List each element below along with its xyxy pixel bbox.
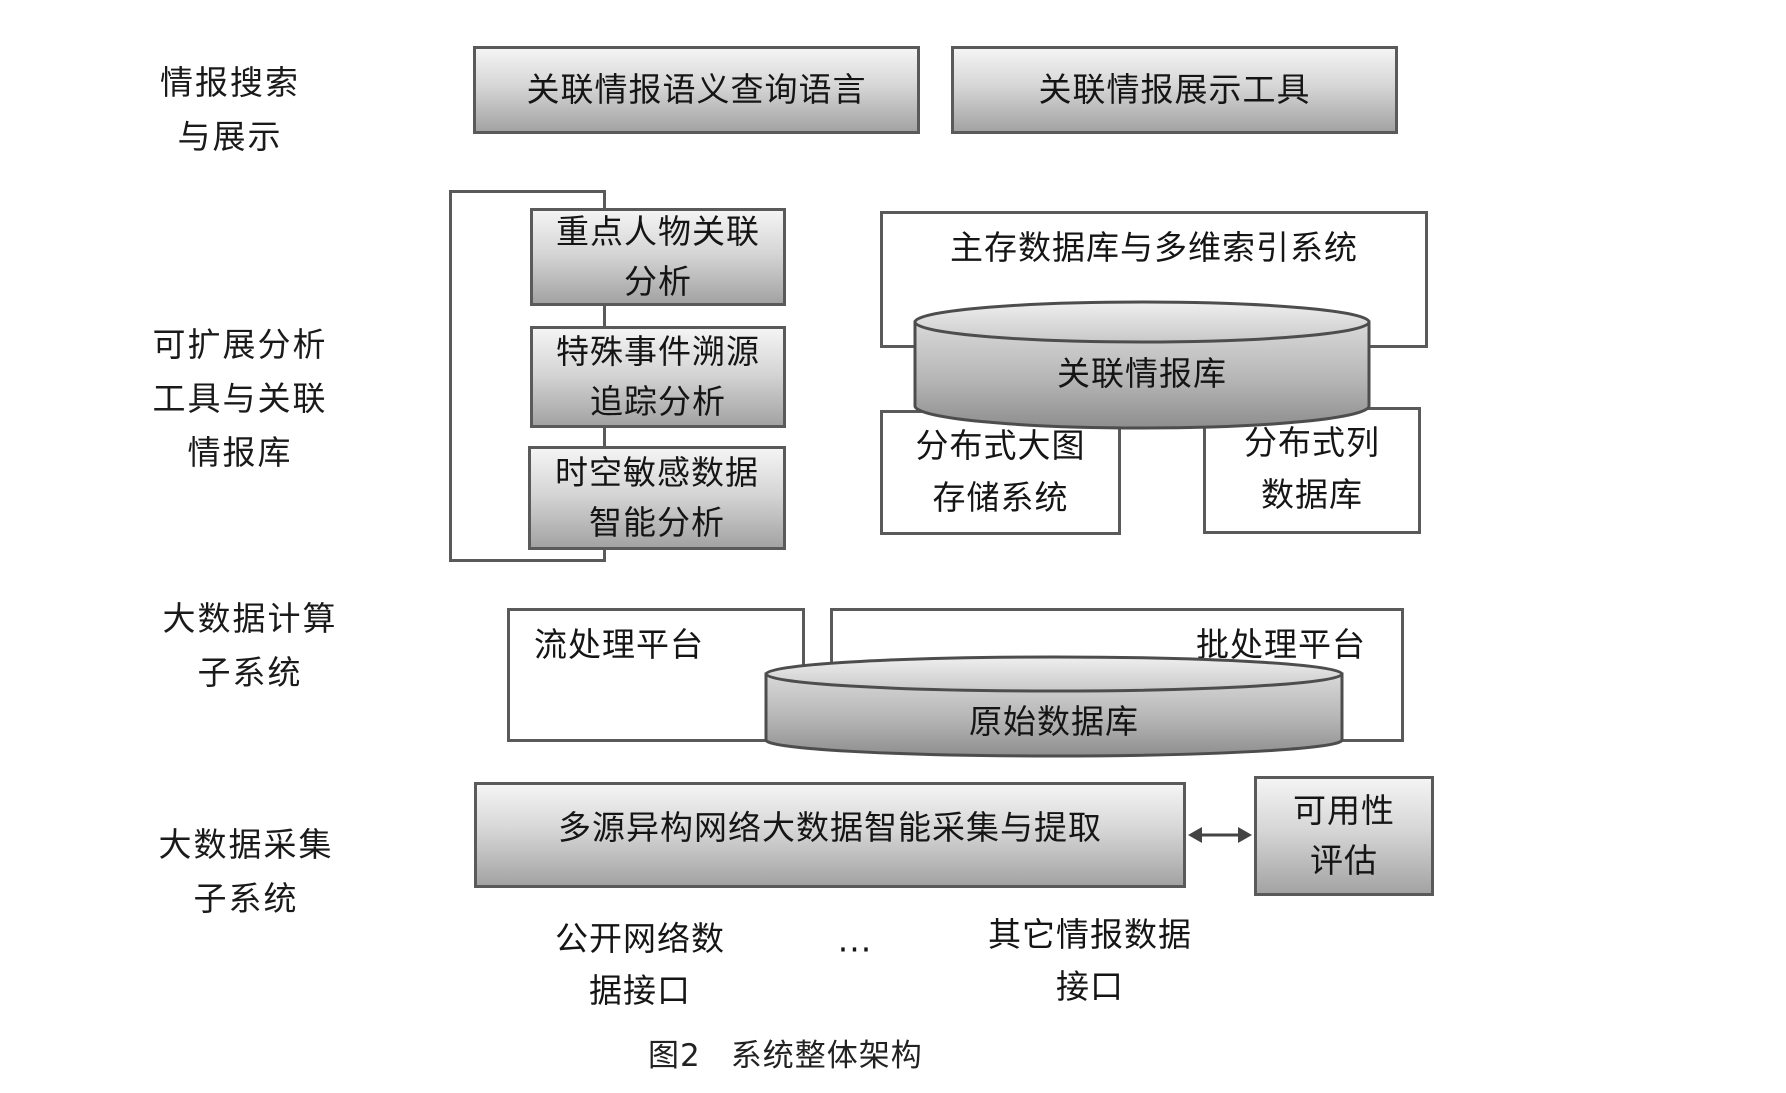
- layer-label-line: 大数据采集: [158, 825, 334, 864]
- main-db-index-system-title: 主存数据库与多维索引系统: [950, 228, 1358, 267]
- ellipsis-label: ···: [837, 930, 873, 969]
- display-tool-box: 关联情报展示工具: [951, 46, 1398, 134]
- display-tool-label: 关联情报展示工具: [1038, 70, 1311, 109]
- layer-label-compute: 大数据计算 子系统: [130, 592, 370, 700]
- graph-storage-label: 分布式大图 存储系统: [915, 426, 1086, 517]
- other-interface-label: 其它情报数据 接口: [988, 915, 1192, 1006]
- layer-label-analysis-intel-db: 可扩展分析 工具与关联 情报库: [120, 318, 360, 480]
- analysis-tool-line: 智能分析: [589, 503, 725, 542]
- column-db-label: 分布式列 数据库: [1244, 423, 1380, 514]
- query-language-label: 关联情报语义查询语言: [526, 70, 867, 109]
- layer-label-line: 与展示: [177, 117, 283, 156]
- availability-line: 可用性: [1293, 791, 1395, 830]
- stream-platform-label: 流处理平台: [534, 625, 704, 664]
- layer-label-line: 情报搜索: [160, 63, 300, 102]
- collector-box: 多源异构网络大数据智能采集与提取: [474, 782, 1186, 888]
- analysis-tool-line: 特殊事件溯源: [556, 332, 760, 371]
- availability-box: 可用性 评估: [1254, 776, 1434, 896]
- stream-platform-box: [507, 608, 805, 742]
- analysis-tool-line: 重点人物关联: [556, 212, 760, 251]
- batch-platform-label: 批处理平台: [1196, 625, 1366, 664]
- query-language-box: 关联情报语义查询语言: [473, 46, 920, 134]
- analysis-tool-event-tracing: 特殊事件溯源 追踪分析: [530, 326, 786, 428]
- layer-label-line: 子系统: [193, 879, 299, 918]
- analysis-tool-person-association: 重点人物关联 分析: [530, 208, 786, 306]
- raw-db-label: 原始数据库: [969, 702, 1139, 741]
- layer-label-search-display: 情报搜索 与展示: [120, 56, 340, 164]
- intel-db-label: 关联情报库: [1057, 354, 1227, 393]
- layer-label-line: 情报库: [187, 433, 293, 472]
- layer-label-collection: 大数据采集 子系统: [126, 818, 366, 926]
- raw-db-cylinder: [764, 655, 1344, 758]
- column-db-box: [1203, 407, 1421, 534]
- figure-number: 图2: [648, 1038, 701, 1074]
- double-arrow-icon: [1188, 827, 1252, 843]
- collector-label: 多源异构网络大数据智能采集与提取: [558, 808, 1102, 847]
- graph-storage-box: [880, 410, 1121, 535]
- public-interface-label: 公开网络数 据接口: [555, 919, 725, 1010]
- layer-label-line: 可扩展分析: [152, 325, 328, 364]
- analysis-tool-line: 时空敏感数据: [555, 453, 759, 492]
- analysis-tool-spatiotemporal: 时空敏感数据 智能分析: [528, 446, 786, 550]
- layer-label-line: 工具与关联: [152, 379, 328, 418]
- availability-line: 评估: [1310, 841, 1378, 880]
- analysis-tool-line: 分析: [624, 262, 692, 301]
- intel-db-cylinder: [913, 300, 1371, 430]
- figure-caption: 图2 系统整体架构: [648, 1030, 923, 1075]
- layer-label-line: 大数据计算: [162, 599, 338, 638]
- figure-title: 系统整体架构: [730, 1038, 923, 1074]
- analysis-tool-line: 追踪分析: [590, 382, 726, 421]
- layer-label-line: 子系统: [197, 653, 303, 692]
